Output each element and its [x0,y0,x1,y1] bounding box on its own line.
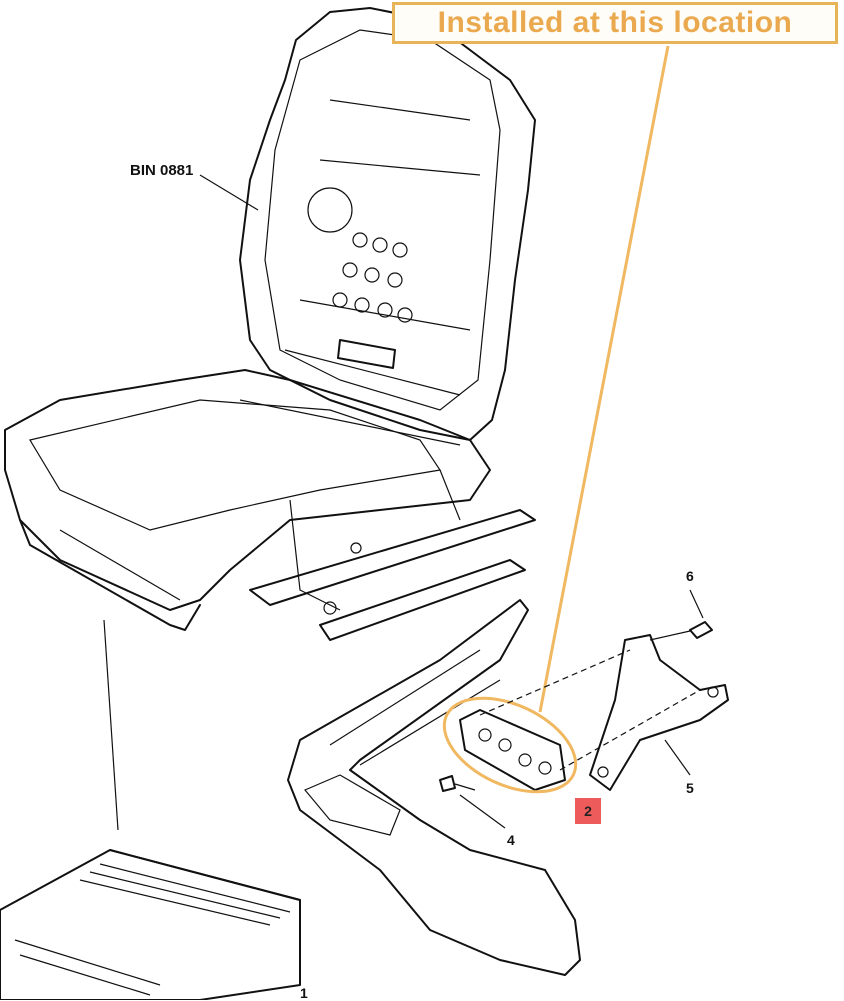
callout-text: Installed at this location [437,6,793,39]
item-1-label: 1 [300,985,308,1001]
seat-rails [249,469,536,641]
seat-switch [459,709,566,791]
alignment-lines [479,649,701,771]
item-6-label: 6 [686,568,694,584]
screw-item-6 [649,621,713,641]
seat-cushion [4,369,491,631]
leader-line-item-1 [103,619,119,831]
bin-label: BIN 0881 [130,162,194,179]
leader-line-item-5 [664,739,691,776]
leader-line-bin [199,174,259,211]
item-2-badge: 2 [575,798,601,824]
callout-box: Installed at this location [392,2,838,44]
leader-line-item-6 [689,589,704,619]
seat-backrest [239,7,536,441]
item-5-label: 5 [686,780,694,796]
item-4-label: 4 [507,832,515,848]
seat-control-module [0,849,301,1000]
screw-item-4 [439,775,476,792]
mounting-bracket [589,634,729,791]
leader-line-item-4 [459,794,506,829]
install-location-highlight [442,696,578,794]
lumbar-bladders [332,232,413,323]
side-trim-panel [287,599,581,976]
callout-pointer-line [538,45,670,713]
